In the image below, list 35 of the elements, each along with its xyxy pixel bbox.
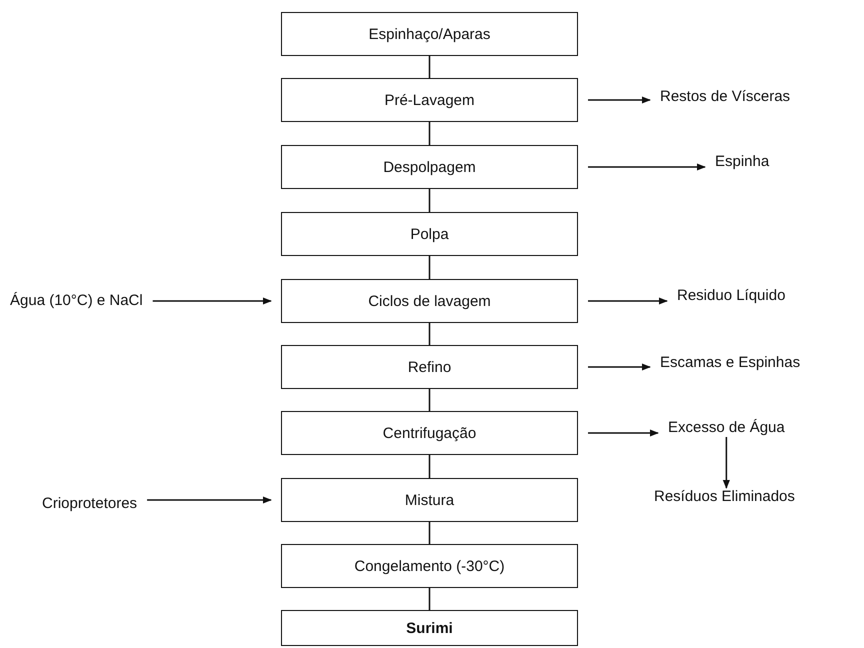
connector-line <box>428 455 430 478</box>
connector-line <box>428 389 430 411</box>
connector-line <box>428 323 430 345</box>
flow-label: Espinha <box>715 153 770 171</box>
process-box: Surimi <box>281 610 578 646</box>
process-box: Ciclos de lavagem <box>281 279 578 323</box>
arrow <box>588 163 706 171</box>
arrow <box>722 437 730 489</box>
connector-line <box>428 56 430 78</box>
process-box: Pré-Lavagem <box>281 78 578 122</box>
connector-line <box>428 189 430 212</box>
connector-line <box>428 522 430 544</box>
flow-label: Crioprotetores <box>42 495 138 513</box>
flow-label: Residuo Líquido <box>677 287 786 305</box>
process-box: Mistura <box>281 478 578 522</box>
arrow <box>147 496 272 504</box>
arrow <box>588 96 651 104</box>
arrow <box>588 363 651 371</box>
flow-label: Excesso de Água <box>668 419 785 437</box>
process-box: Congelamento (-30°C) <box>281 544 578 588</box>
process-box: Despolpagem <box>281 145 578 189</box>
connector-line <box>428 588 430 610</box>
flow-label: Resíduos Eliminados <box>654 488 795 506</box>
process-box: Centrifugação <box>281 411 578 455</box>
connector-line <box>428 256 430 279</box>
arrow <box>152 297 272 305</box>
arrow <box>588 429 659 437</box>
process-box: Refino <box>281 345 578 389</box>
flow-label: Escamas e Espinhas <box>660 354 800 372</box>
arrow <box>588 297 668 305</box>
flow-label: Água (10°C) e NaCl <box>10 292 143 310</box>
connector-line <box>428 122 430 145</box>
process-box: Polpa <box>281 212 578 256</box>
flow-label: Restos de Vísceras <box>660 88 790 106</box>
process-box: Espinhaço/Aparas <box>281 12 578 56</box>
